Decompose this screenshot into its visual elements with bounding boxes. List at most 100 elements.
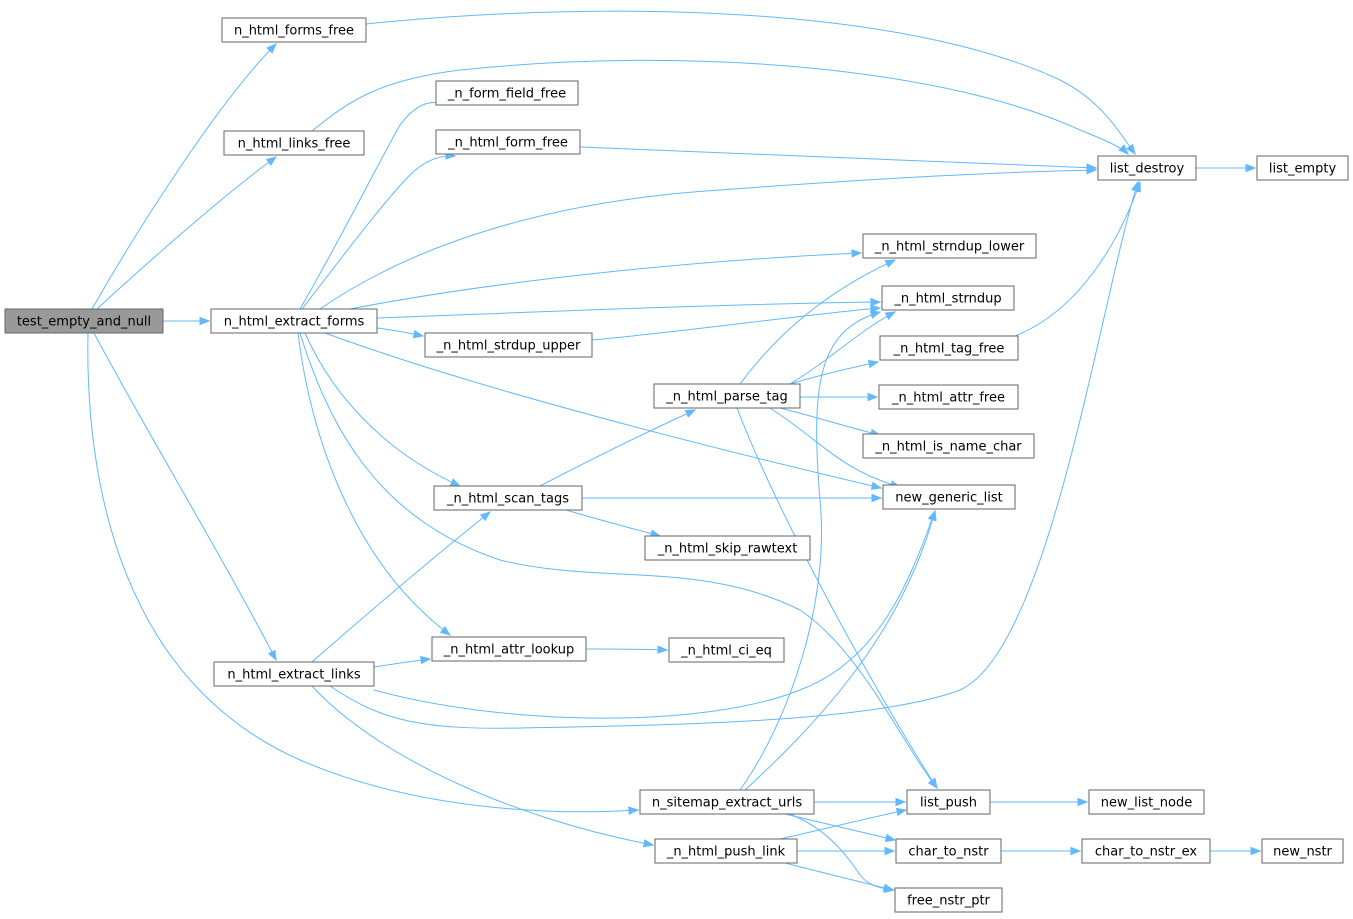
node-new-nstr[interactable]: new_nstr <box>1261 838 1344 864</box>
edge-_n_html_parse_tag-to-list_push <box>736 407 938 790</box>
node-n-html-tag-free[interactable]: _n_html_tag_free <box>879 335 1019 361</box>
edge-_n_html_strdup_upper-to-_n_html_strndup <box>591 304 882 341</box>
node-label: list_destroy <box>1110 162 1185 177</box>
edge-_n_html_push_link-to-list_push <box>779 807 908 840</box>
node-label: n_html_extract_forms <box>224 315 365 330</box>
edge-test_empty_and_null-to-n_html_forms_free <box>91 43 277 310</box>
node-n-html-attr-lookup[interactable]: _n_html_attr_lookup <box>431 636 587 662</box>
node-n-html-scan-tags[interactable]: _n_html_scan_tags <box>433 485 583 511</box>
edge-n_html_extract_links-to-_n_html_attr_lookup <box>373 655 432 668</box>
edge-_n_html_parse_tag-to-_n_html_attr_free <box>800 392 879 402</box>
edge-_n_html_push_link-to-char_to_nstr <box>797 846 896 856</box>
node-n-html-links-free[interactable]: n_html_links_free <box>223 130 365 156</box>
edge-test_empty_and_null-to-n_html_extract_links <box>93 332 277 662</box>
node-free-nstr-ptr[interactable]: free_nstr_ptr <box>894 887 1003 913</box>
node-label: _n_form_field_free <box>447 87 566 102</box>
edge-_n_html_parse_tag-to-_n_html_strndup_lower <box>739 259 897 385</box>
edge-n_sitemap_extract_urls-to-_n_html_strndup <box>739 310 882 791</box>
edge-n_sitemap_extract_urls-to-new_generic_list <box>744 509 937 791</box>
node-label: n_html_forms_free <box>234 24 354 39</box>
node-test-empty-and-null[interactable]: test_empty_and_null <box>4 308 164 334</box>
edge-n_html_extract_links-to-_n_html_push_link <box>311 685 655 848</box>
edge-n_html_extract_forms-to-_n_form_field_free <box>299 97 450 310</box>
edge-list_push-to-new_list_node <box>990 797 1089 807</box>
edge-n_html_extract_forms-to-list_push <box>299 332 938 790</box>
node-char-to-nstr[interactable]: char_to_nstr <box>895 838 1002 864</box>
edge-n_sitemap_extract_urls-to-char_to_nstr <box>784 813 897 843</box>
node-char-to-nstr-ex[interactable]: char_to_nstr_ex <box>1081 838 1211 864</box>
node-n-form-field-free[interactable]: _n_form_field_free <box>435 80 579 106</box>
node-label: _n_html_skip_rawtext <box>657 542 798 557</box>
nodes: test_empty_and_null n_html_forms_free n_ht… <box>4 17 1349 913</box>
edge-_n_html_scan_tags-to-new_generic_list <box>582 493 883 503</box>
node-label: _n_html_strndup_lower <box>874 240 1025 255</box>
node-label: new_generic_list <box>895 491 1003 506</box>
node-label: _n_html_tag_free <box>893 342 1005 357</box>
node-label: _n_html_ci_eq <box>680 644 772 659</box>
edge-test_empty_and_null-to-n_sitemap_extract_urls <box>87 332 640 815</box>
node-n-html-ci-eq[interactable]: _n_html_ci_eq <box>668 637 785 663</box>
node-label: new_list_node <box>1101 796 1192 811</box>
edge-n_sitemap_extract_urls-to-list_push <box>814 797 907 807</box>
node-n-html-extract-forms[interactable]: n_html_extract_forms <box>210 308 378 334</box>
node-n-html-strndup[interactable]: _n_html_strndup <box>881 285 1015 311</box>
edge-n_html_extract_forms-to-_n_html_strndup <box>376 297 882 319</box>
edge-_n_html_form_free-to-list_destroy <box>579 146 1098 172</box>
edge-_n_html_parse_tag-to-_n_html_strndup <box>789 311 897 385</box>
node-label: _n_html_strdup_upper <box>436 339 581 354</box>
node-n-html-push-link[interactable]: _n_html_push_link <box>654 838 798 864</box>
node-list-destroy[interactable]: list_destroy <box>1097 155 1197 181</box>
edge-_n_html_tag_free-to-list_destroy <box>1014 180 1141 337</box>
node-label: n_sitemap_extract_urls <box>652 796 802 811</box>
node-label: _n_html_attr_lookup <box>443 643 575 658</box>
node-new-generic-list[interactable]: new_generic_list <box>882 484 1016 510</box>
node-label: _n_html_form_free <box>447 136 568 151</box>
node-n-html-parse-tag[interactable]: _n_html_parse_tag <box>653 383 801 409</box>
node-label: list_empty <box>1269 162 1337 177</box>
edge-n_html_extract_forms-to-_n_html_attr_lookup <box>297 332 452 636</box>
node-list-empty[interactable]: list_empty <box>1256 155 1349 181</box>
node-n-html-form-free[interactable]: _n_html_form_free <box>435 129 581 155</box>
node-n-sitemap-extract-urls[interactable]: n_sitemap_extract_urls <box>639 789 815 815</box>
edge-_n_html_parse_tag-to-_n_html_tag_free <box>789 359 880 385</box>
node-new-list-node[interactable]: new_list_node <box>1088 789 1205 815</box>
node-n-html-strndup-lower[interactable]: _n_html_strndup_lower <box>862 233 1037 259</box>
edge-char_to_nstr_ex-to-new_nstr <box>1210 846 1262 856</box>
edge-list_destroy-to-list_empty <box>1196 163 1257 173</box>
node-label: free_nstr_ptr <box>907 894 990 909</box>
node-list-push[interactable]: list_push <box>906 789 991 815</box>
edge-n_html_extract_forms-to-new_generic_list <box>324 332 883 490</box>
edge-n_html_extract_forms-to-_n_html_strndup_lower <box>349 249 863 310</box>
edge-n_sitemap_extract_urls-to-free_nstr_ptr <box>789 813 896 894</box>
edge-_n_html_attr_lookup-to-_n_html_ci_eq <box>585 645 669 654</box>
node-label: n_html_links_free <box>238 137 351 152</box>
edge-n_html_forms_free-to-list_destroy <box>365 10 1136 156</box>
edge-_n_html_scan_tags-to-_n_html_parse_tag <box>539 409 697 487</box>
node-label: _n_html_parse_tag <box>665 390 788 405</box>
node-n-html-skip-rawtext[interactable]: _n_html_skip_rawtext <box>644 535 811 561</box>
edge-test_empty_and_null-to-n_html_links_free <box>96 156 278 310</box>
node-label: _n_html_attr_free <box>891 391 1005 406</box>
edge-test_empty_and_null-to-n_html_extract_forms <box>163 316 211 326</box>
edge-n_html_links_free-to-list_destroy <box>311 59 1129 155</box>
edge-_n_html_parse_tag-to-_n_html_is_name_char <box>779 407 882 437</box>
node-n-html-strdup-upper[interactable]: _n_html_strdup_upper <box>424 332 593 358</box>
node-label: char_to_nstr_ex <box>1095 845 1197 860</box>
node-n-html-is-name-char[interactable]: _n_html_is_name_char <box>862 433 1035 459</box>
edge-char_to_nstr-to-char_to_nstr_ex <box>1001 846 1082 856</box>
edge-_n_html_push_link-to-free_nstr_ptr <box>784 862 895 892</box>
edge-n_html_extract_forms-to-_n_html_form_free <box>301 151 457 310</box>
node-label: _n_html_strndup <box>893 292 1001 307</box>
node-label: list_push <box>920 796 977 811</box>
edge-n_html_extract_links-to-_n_html_scan_tags <box>311 511 492 663</box>
node-label: n_html_extract_links <box>227 668 360 683</box>
edge-n_html_extract_links-to-list_destroy <box>329 180 1140 729</box>
node-n-html-attr-free[interactable]: _n_html_attr_free <box>878 384 1019 410</box>
node-n-html-extract-links[interactable]: n_html_extract_links <box>213 661 375 687</box>
node-label: _n_html_is_name_char <box>874 440 1022 455</box>
node-label: char_to_nstr <box>908 845 989 860</box>
node-n-html-forms-free[interactable]: n_html_forms_free <box>221 17 367 43</box>
node-label: new_nstr <box>1273 845 1332 860</box>
edge-_n_html_scan_tags-to-_n_html_skip_rawtext <box>565 509 662 538</box>
